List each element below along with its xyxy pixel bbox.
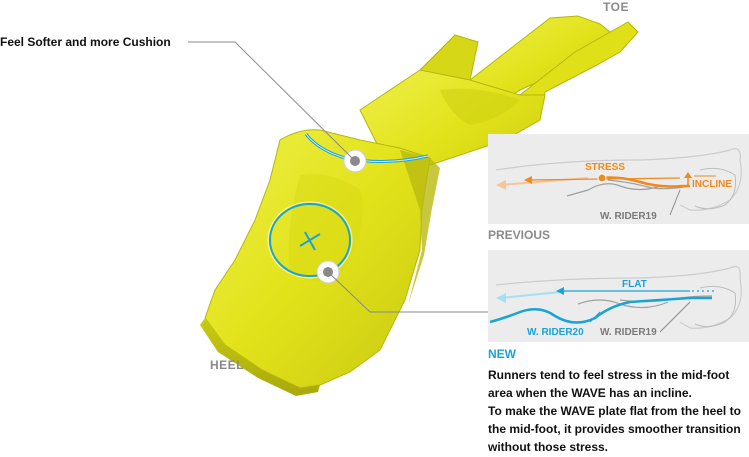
description-line: To make the WAVE plate flat from the hee… <box>488 404 741 418</box>
new-model-label: W. RIDER20 <box>527 327 584 338</box>
description-line: without those stress. <box>488 440 609 454</box>
description-line: Runners tend to feel stress in the mid-f… <box>488 368 730 382</box>
heel-leader-line <box>327 271 488 313</box>
description-line: the mid-foot, it provides smoother trans… <box>488 422 741 436</box>
old-model-label: W. RIDER19 <box>600 327 657 338</box>
heel-highlight-ellipse <box>269 203 351 277</box>
previous-model-label: W. RIDER19 <box>600 211 657 222</box>
previous-panel: STRESS INCLINE W. RIDER19 <box>488 134 749 224</box>
previous-caption: PREVIOUS <box>488 228 551 242</box>
description-text: Runners tend to feel stress in the mid-f… <box>488 366 749 456</box>
cross-marker-icon <box>299 231 321 251</box>
flat-label: FLAT <box>622 279 647 290</box>
wave-plate <box>200 15 639 396</box>
incline-label: INCLINE <box>692 179 732 190</box>
new-panel: FLAT W. RIDER20 W. RIDER19 <box>488 250 749 342</box>
new-caption: NEW <box>488 347 516 361</box>
cushion-leader-line <box>188 41 356 162</box>
cushion-label: Feel Softer and more Cushion <box>0 35 171 49</box>
heel-label: HEEL <box>210 358 245 372</box>
stress-label: STRESS <box>585 162 625 173</box>
toe-label: TOE <box>603 0 629 14</box>
description-line: area when the WAVE has an incline. <box>488 386 692 400</box>
